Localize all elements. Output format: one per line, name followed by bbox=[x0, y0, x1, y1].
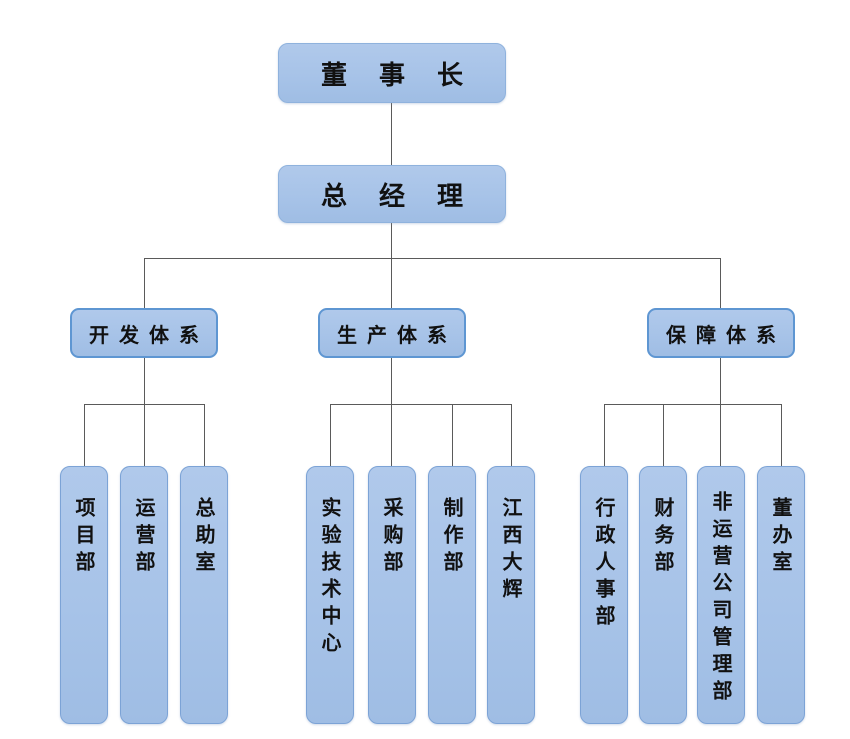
connector-systems-bar bbox=[144, 258, 721, 259]
node-finance-dept-label: 财务部 bbox=[651, 497, 675, 578]
node-non-operating-mgmt-dept-label: 非运营公司管理部 bbox=[709, 491, 733, 707]
connector-drop-board-office bbox=[781, 404, 782, 466]
node-jiangxi-dahui: 江西大辉 bbox=[487, 466, 535, 724]
connector-drop-admin-hr-dept bbox=[604, 404, 605, 466]
connector-stem-support bbox=[720, 358, 721, 404]
connector-drop-operations-dept bbox=[144, 404, 145, 466]
connector-drop-non-operating-mgmt-dept bbox=[720, 404, 721, 466]
node-operations-dept-label: 运营部 bbox=[132, 497, 156, 578]
node-support-system: 保障体系 bbox=[647, 308, 795, 358]
node-board-office: 董办室 bbox=[757, 466, 805, 724]
node-production-system: 生产体系 bbox=[318, 308, 466, 358]
connector-support-bar bbox=[604, 404, 782, 405]
node-procurement-dept-label: 采购部 bbox=[380, 497, 404, 578]
node-admin-hr-dept: 行政人事部 bbox=[580, 466, 628, 724]
connector-drop-project-dept bbox=[84, 404, 85, 466]
connector-drop-procurement-dept bbox=[391, 404, 392, 466]
node-production-dept-label: 制作部 bbox=[440, 497, 464, 578]
connector-drop-finance-dept bbox=[663, 404, 664, 466]
node-general-manager: 总经理 bbox=[278, 165, 506, 223]
connector-drop-prod-system bbox=[391, 258, 392, 308]
node-general-assistant-office-label: 总助室 bbox=[192, 497, 216, 578]
node-experimental-tech-center-label: 实验技术中心 bbox=[318, 497, 342, 659]
connector-stem-prod bbox=[391, 358, 392, 404]
node-non-operating-mgmt-dept: 非运营公司管理部 bbox=[697, 466, 745, 724]
connector-drop-jiangxi-dahui bbox=[511, 404, 512, 466]
connector-stem-dev bbox=[144, 358, 145, 404]
node-experimental-tech-center: 实验技术中心 bbox=[306, 466, 354, 724]
node-general-assistant-office: 总助室 bbox=[180, 466, 228, 724]
node-development-system: 开发体系 bbox=[70, 308, 218, 358]
connector-gm-trunk bbox=[391, 223, 392, 258]
node-project-dept-label: 项目部 bbox=[72, 497, 96, 578]
node-chairman: 董事长 bbox=[278, 43, 506, 103]
node-operations-dept: 运营部 bbox=[120, 466, 168, 724]
connector-drop-dev-system bbox=[144, 258, 145, 308]
connector-drop-experimental-tech-center bbox=[330, 404, 331, 466]
connector-drop-general-assistant-office bbox=[204, 404, 205, 466]
node-project-dept: 项目部 bbox=[60, 466, 108, 724]
node-production-dept: 制作部 bbox=[428, 466, 476, 724]
connector-drop-production-dept bbox=[452, 404, 453, 466]
node-board-office-label: 董办室 bbox=[769, 497, 793, 578]
node-admin-hr-dept-label: 行政人事部 bbox=[592, 497, 616, 632]
node-finance-dept: 财务部 bbox=[639, 466, 687, 724]
connector-prod-bar bbox=[330, 404, 512, 405]
node-procurement-dept: 采购部 bbox=[368, 466, 416, 724]
connector-drop-support-system bbox=[720, 258, 721, 308]
connector-chairman-gm bbox=[391, 103, 392, 165]
node-jiangxi-dahui-label: 江西大辉 bbox=[499, 497, 523, 605]
